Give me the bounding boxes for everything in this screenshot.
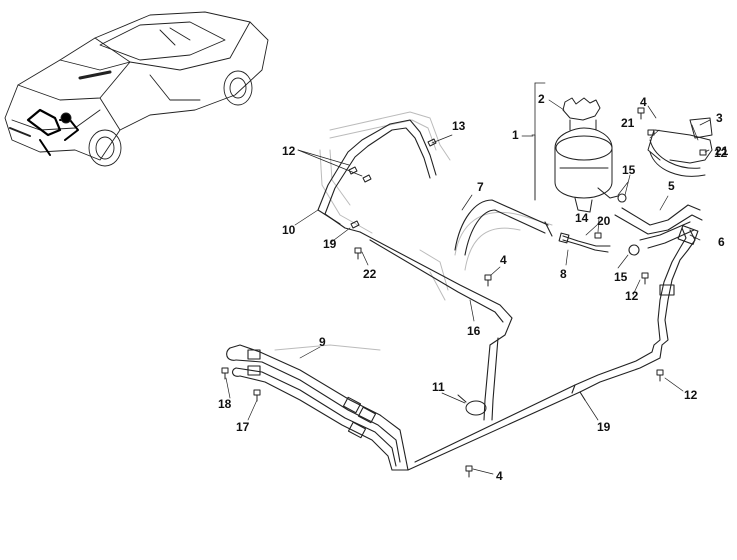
callout-label: 13: [452, 119, 466, 133]
clamp-11: [457, 394, 487, 416]
callout-label: 2: [538, 92, 545, 106]
callout-label: 12: [714, 146, 728, 160]
callout-label: 14: [575, 211, 589, 225]
callout-label: 19: [323, 237, 337, 251]
callout-label: 12: [625, 289, 639, 303]
ghost-hoses: [274, 111, 553, 351]
callout-label: 22: [363, 267, 377, 281]
callout-label: 3: [716, 111, 723, 125]
callout-label: 19: [597, 420, 611, 434]
bolts: [221, 107, 707, 478]
callout-label: 1: [512, 128, 519, 142]
mount-bracket: [647, 117, 713, 177]
callout-label: 21: [621, 116, 635, 130]
callout-label: 21: [715, 144, 729, 158]
callout-label: 6: [718, 235, 725, 249]
callout-label: 10: [282, 223, 296, 237]
pipes: [226, 119, 703, 471]
callout-label: 15: [614, 270, 628, 284]
callout-label: 17: [236, 420, 250, 434]
callout-label: 11: [432, 380, 445, 394]
callout-label: 8: [560, 267, 567, 281]
callout-label: 20: [597, 214, 611, 228]
bracket-line-1: [531, 134, 536, 201]
callout-label: 12: [684, 388, 698, 402]
callout-label: 18: [218, 397, 232, 411]
callout-label: 4: [500, 253, 507, 267]
callout-label: 4: [496, 469, 503, 483]
callout-label: 15: [622, 163, 636, 177]
callout-label: 9: [319, 335, 326, 349]
car-thumbnail: [4, 11, 269, 167]
reservoir: [554, 97, 613, 213]
callout-label: 7: [477, 180, 484, 194]
callout-label: 12: [282, 144, 296, 158]
callout-label: 16: [467, 324, 481, 338]
leader-lines: [225, 99, 711, 475]
callout-label: 5: [668, 179, 675, 193]
callout-label: 4: [640, 95, 647, 109]
